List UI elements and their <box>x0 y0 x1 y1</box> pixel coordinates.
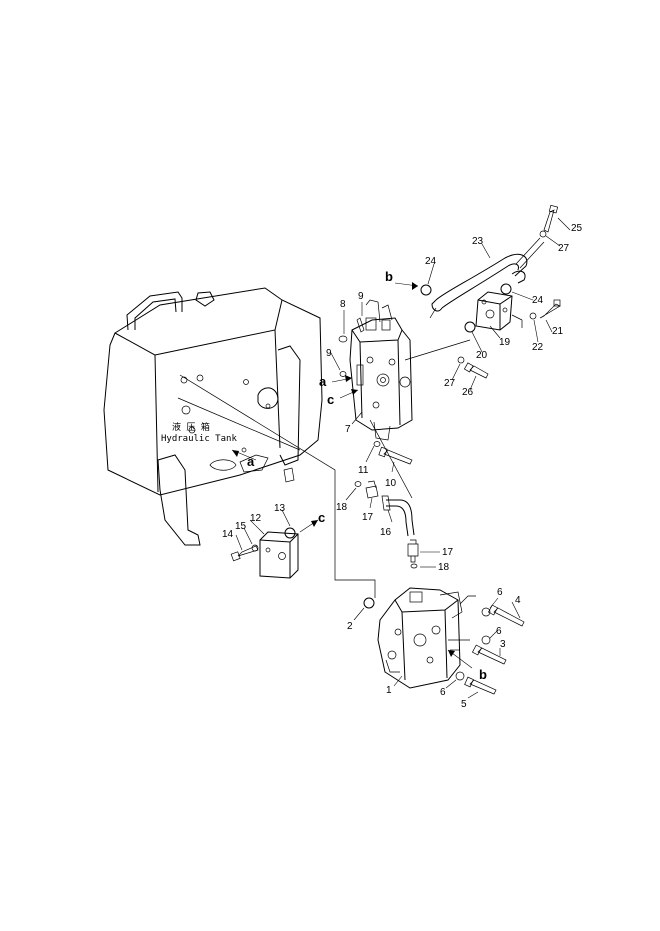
callout-27-b: 27 <box>444 378 456 389</box>
callout-4: 4 <box>515 595 521 606</box>
callout-10: 10 <box>385 478 397 489</box>
label-c-block: c <box>318 510 325 525</box>
callout-26: 26 <box>462 387 474 398</box>
callout-12: 12 <box>250 513 262 524</box>
callout-15: 15 <box>235 521 247 532</box>
callout-6-c: 6 <box>440 687 446 698</box>
callout-18-a: 18 <box>336 502 348 513</box>
callout-13: 13 <box>274 503 286 514</box>
label-c-valve: c <box>327 392 334 407</box>
bolts <box>230 204 561 695</box>
callout-1: 1 <box>386 685 392 696</box>
leader-lines <box>235 217 571 699</box>
flow-arrows <box>231 282 473 669</box>
callout-27-a: 27 <box>558 243 570 254</box>
callout-24-a: 24 <box>425 256 437 267</box>
callout-2: 2 <box>347 621 353 632</box>
callout-8: 8 <box>340 299 346 310</box>
connection-lines <box>177 307 523 651</box>
callout-5: 5 <box>461 699 467 710</box>
callout-20: 20 <box>476 350 488 361</box>
tank-label-chinese: 液 压 箱 <box>172 421 210 433</box>
callout-6-a: 6 <box>497 587 503 598</box>
callout-18-b: 18 <box>438 562 450 573</box>
fittings <box>251 230 547 681</box>
callout-17-b: 17 <box>442 547 454 558</box>
callout-25: 25 <box>571 223 583 234</box>
adapter-block <box>259 531 299 579</box>
callout-23: 23 <box>472 236 484 247</box>
tank-label-english: Hydraulic Tank <box>161 434 237 444</box>
callout-22: 22 <box>532 342 544 353</box>
label-a-tank: a <box>247 454 255 469</box>
callout-17-a: 17 <box>362 512 374 523</box>
callout-11: 11 <box>358 465 369 476</box>
callout-24-b: 24 <box>532 295 544 306</box>
label-a-valve: a <box>319 374 327 389</box>
control-valve <box>349 299 413 441</box>
callout-9-b: 9 <box>326 348 332 359</box>
label-b-top: b <box>385 269 393 284</box>
callout-7: 7 <box>345 424 351 435</box>
hydraulic-tank <box>103 287 323 546</box>
pipe-assembly <box>431 237 545 312</box>
callout-3: 3 <box>500 639 506 650</box>
label-b-bottom: b <box>479 667 487 682</box>
main-valve-assembly <box>377 587 463 689</box>
callout-21: 21 <box>552 326 564 337</box>
callout-9-a: 9 <box>358 291 364 302</box>
callout-14: 14 <box>222 529 234 540</box>
flange-block <box>475 291 513 331</box>
callout-16: 16 <box>380 527 392 538</box>
pipe-16 <box>381 495 415 537</box>
callout-numbers: 1 2 3 4 5 6 6 6 7 8 9 9 10 11 12 13 14 1… <box>222 223 583 710</box>
callout-19: 19 <box>499 337 511 348</box>
callout-6-b: 6 <box>496 626 502 637</box>
